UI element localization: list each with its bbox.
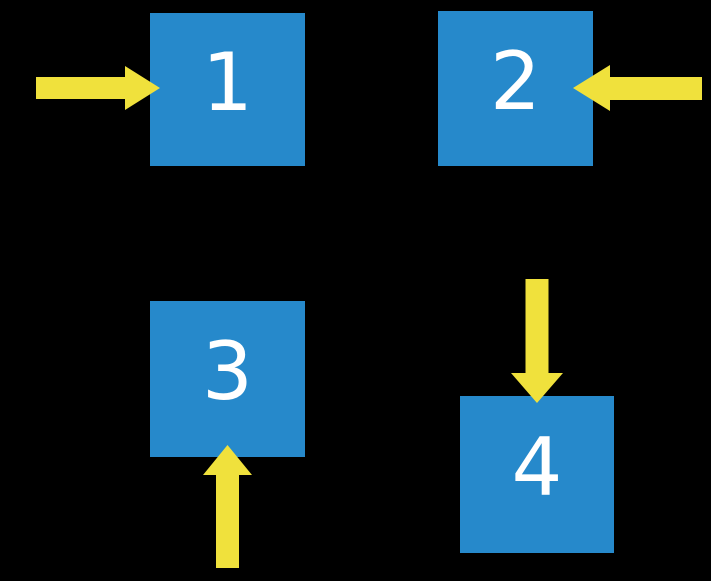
arrow-left-icon [573,65,702,111]
arrow-right-icon [36,66,160,110]
box-4-label: 4 [511,420,563,514]
arrow-right-shape [36,66,160,110]
arrow-up-icon [203,445,252,568]
box-2-label: 2 [490,34,541,128]
arrow-down-shape [511,279,563,403]
box-3: 3 [150,301,305,457]
box-3-label: 3 [202,325,253,418]
box-2: 2 [438,11,593,166]
arrow-left-shape [573,65,702,111]
box-1-label: 1 [202,35,253,129]
arrow-down-icon [511,279,563,403]
arrow-up-shape [203,445,252,568]
box-4: 4 [460,396,614,553]
box-1: 1 [150,13,305,166]
